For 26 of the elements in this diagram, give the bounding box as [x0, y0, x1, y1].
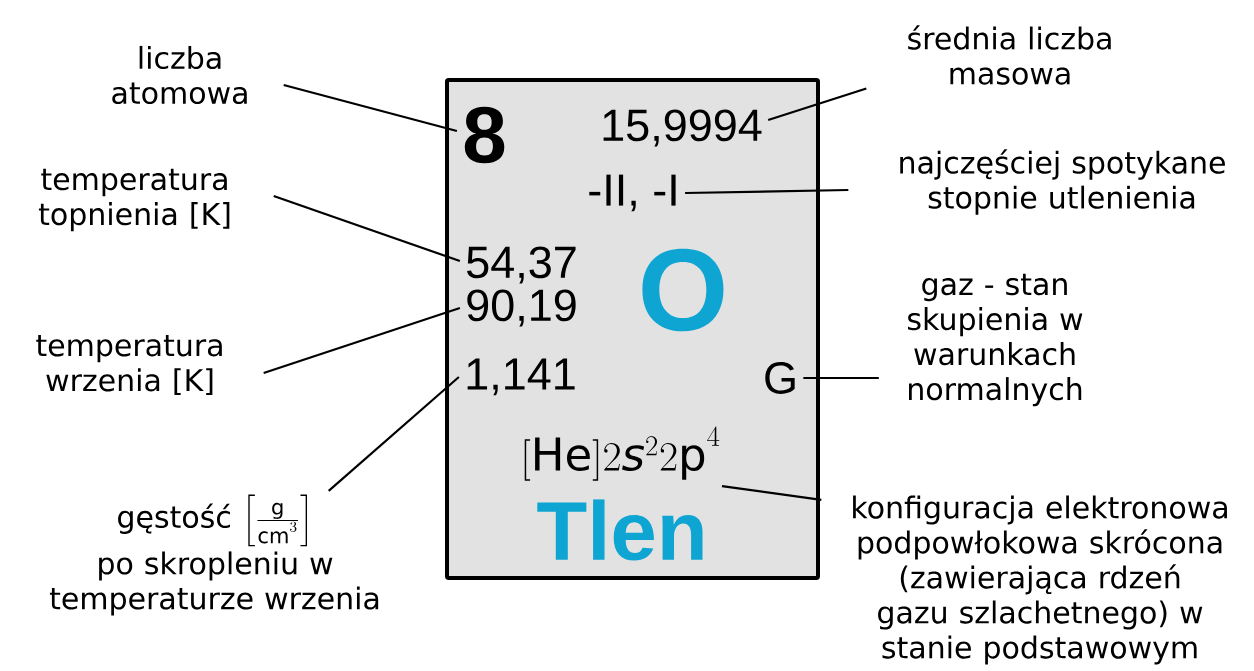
element-symbol: O: [642, 248, 724, 332]
leader-line: [767, 87, 867, 122]
annotation-text: gęstość $\left[\frac{\mathrm{g}}{\mathrm{cm}^{3}}\right]$ po skropleniu w temperaturze wrzenia: [49, 494, 379, 616]
state-symbol: G: [765, 362, 795, 394]
annotation-text: gaz - stan skupienia w warunkach normalnych: [908, 273, 1083, 407]
leader-line: [263, 306, 461, 375]
leader-line: [685, 188, 849, 195]
annotation-text: konfiguracja elektronowa podpowłokowa skrócona (zawierająca rdzeń gazu szlachetnego) w stanie podstawowym: [853, 495, 1227, 665]
leader-line: [327, 376, 460, 492]
leader-line: [283, 83, 458, 133]
element-name: Tlen: [537, 499, 703, 561]
melting-point: 54,37: [467, 246, 576, 284]
leader-line: [273, 194, 461, 263]
electron-configuration: $[\mathrm{He}]2\mathit{s}^{2}2\mathrm{p}^{4}$: [524, 426, 720, 481]
annotation-text: najczęściej spotykane stopnie utlenienia: [900, 149, 1225, 215]
annotation-text: temperatura wrzenia [K]: [36, 335, 222, 395]
atomic-mass: 15,9994: [603, 109, 762, 147]
density-value: 1,141: [467, 358, 575, 396]
annotation-text: średnia liczba masowa: [908, 25, 1111, 85]
atomic-number: 8: [464, 106, 505, 164]
boiling-point: 90,19: [467, 289, 576, 327]
oxidation-states: -II, -I: [589, 174, 676, 212]
annotation-text: temperatura topnienia [K]: [38, 168, 230, 232]
leader-line: [721, 485, 822, 501]
leader-line: [803, 376, 879, 380]
annotation-text: liczba atomowa: [112, 45, 247, 105]
